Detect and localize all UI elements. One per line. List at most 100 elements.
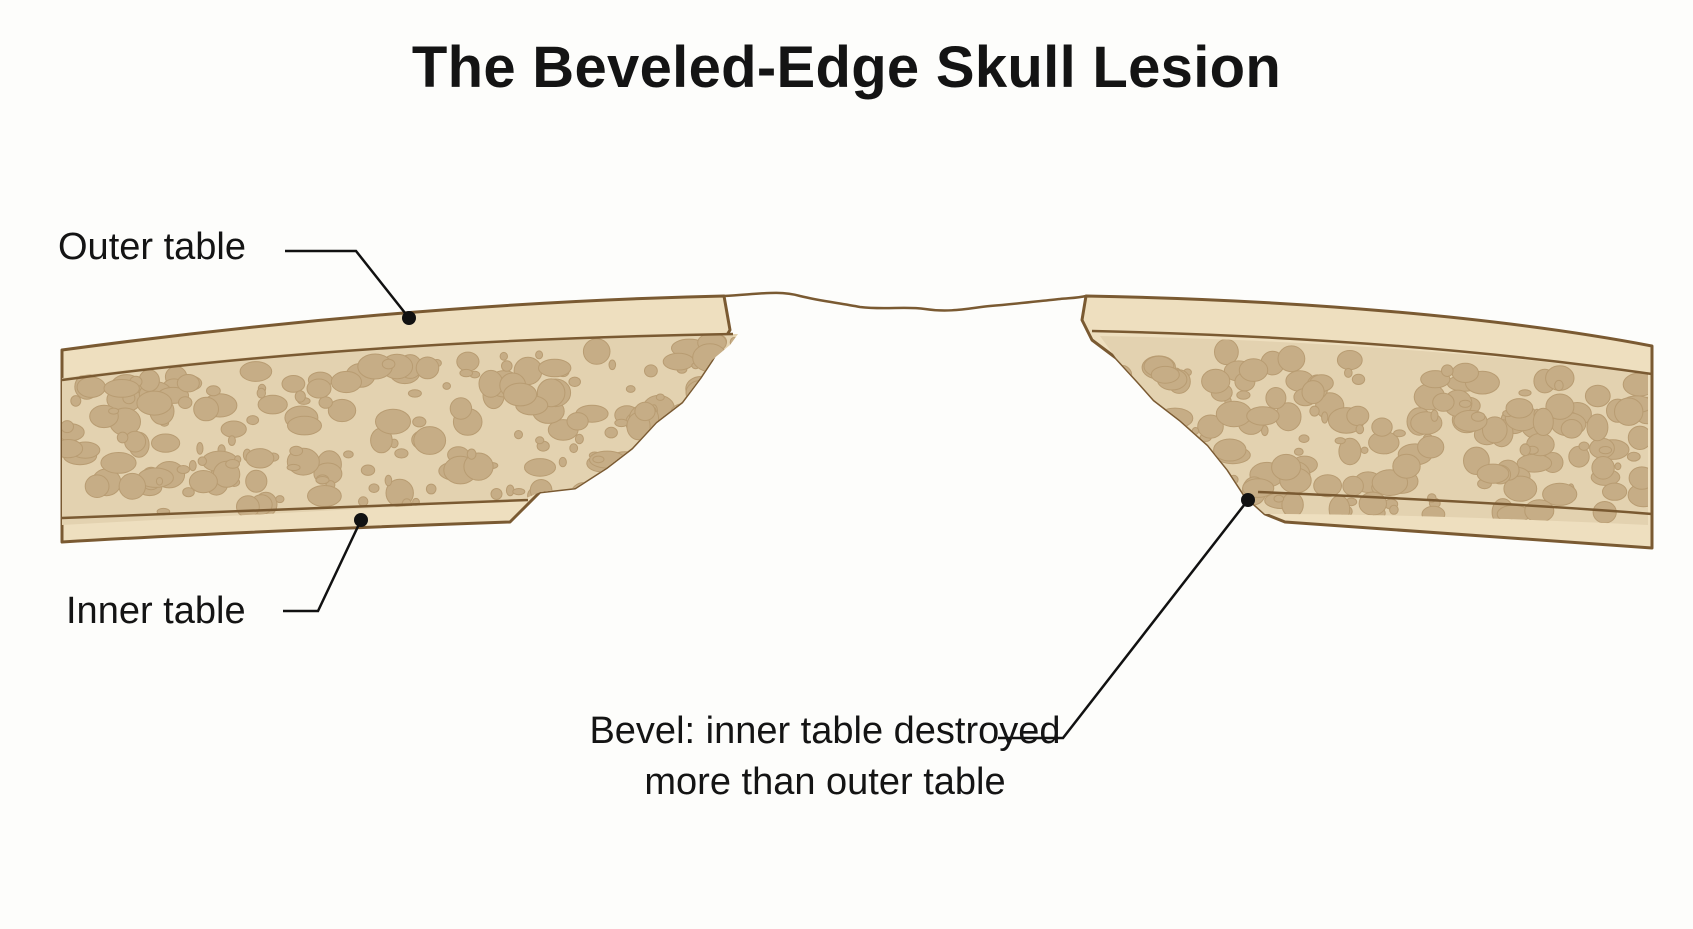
diploe-cell <box>70 395 82 407</box>
diploe-cell <box>155 477 164 486</box>
diploe-cell <box>614 418 629 428</box>
bevel-marker <box>1241 493 1255 507</box>
diploe-cell <box>1592 501 1617 524</box>
diploe-cell <box>662 413 694 441</box>
diploe-cell <box>1336 350 1363 371</box>
diploe-cell <box>294 390 306 403</box>
diploe-cell <box>1420 370 1451 389</box>
diploe-cell <box>1586 413 1609 442</box>
diploe-cell <box>413 426 447 455</box>
diploe-cell <box>722 437 735 446</box>
diploe-cell <box>289 445 304 457</box>
diploe-cell <box>1298 434 1310 444</box>
diploe-cell <box>281 375 306 393</box>
diploe-cell <box>592 455 605 464</box>
left-outer-table-line <box>61 332 734 382</box>
diploe-cell <box>568 376 582 387</box>
diploe-cell <box>1338 437 1362 466</box>
diploe-cell <box>662 352 695 371</box>
diploe-cell <box>463 452 494 481</box>
diploe-cell <box>116 431 129 444</box>
diploe-cell <box>407 389 422 398</box>
diploe-cell <box>1545 393 1575 420</box>
diploe-cell <box>1246 406 1280 426</box>
diploe-cell <box>1103 502 1118 513</box>
diploe-cell <box>1271 453 1302 481</box>
diploe-cell <box>1503 475 1538 502</box>
bevel-label: Bevel: inner table destroyed more than o… <box>589 710 1061 804</box>
diploe-cell <box>1626 451 1641 462</box>
diploe-cell <box>381 358 396 370</box>
diploe-cell <box>1627 425 1648 450</box>
diploe-cell <box>103 379 140 398</box>
diploe-cell <box>1614 462 1622 471</box>
diploe-cell <box>246 415 260 426</box>
diploe-cell <box>1351 373 1366 385</box>
diploe-cell <box>1441 364 1454 378</box>
diploe-cell <box>634 401 656 422</box>
diploe-cell <box>176 374 200 393</box>
diploe-cell <box>1175 483 1188 497</box>
diploe-cell <box>1201 368 1231 394</box>
diploe-cell <box>196 442 204 455</box>
diploe-cell <box>661 413 687 438</box>
diploe-cell <box>644 364 658 378</box>
diagram-title: The Beveled-Edge Skull Lesion <box>411 35 1282 100</box>
diploe-cell <box>1451 362 1480 383</box>
diploe-cell <box>442 382 452 390</box>
diploe-cell <box>1482 416 1508 444</box>
diploe-cell <box>1154 432 1183 456</box>
diploe-cell <box>632 459 667 482</box>
diploe-cell <box>100 452 137 474</box>
diploe-cell <box>582 338 611 365</box>
diploe-cell <box>503 382 538 407</box>
diploe-cell <box>1542 482 1578 506</box>
diploe-cell <box>729 337 738 348</box>
diploe-cell <box>1614 397 1644 426</box>
diploe-cell <box>1417 435 1445 459</box>
diploe-cell <box>1371 417 1393 437</box>
diploe-cell <box>1148 453 1184 477</box>
diploe-cell <box>655 393 665 401</box>
diploe-cell <box>1215 400 1253 428</box>
diploe-cell <box>456 351 480 372</box>
diploe-cell <box>1505 398 1534 419</box>
diploe-cell <box>1355 424 1365 435</box>
right-outer-table-line <box>1091 329 1653 376</box>
diploe-cell <box>1560 419 1583 439</box>
diploe-cell <box>1128 443 1155 467</box>
diploe-cell <box>1146 495 1171 513</box>
diploe-cell <box>1131 501 1141 513</box>
diploe-cell <box>524 458 556 477</box>
diploe-cell <box>1124 448 1138 459</box>
diploe-cell <box>1392 453 1421 479</box>
inner-table-label: Inner table <box>66 590 246 632</box>
diploe-cell <box>343 450 354 459</box>
diploe-cell <box>327 398 357 423</box>
diploe-cell <box>1261 425 1269 437</box>
diploe-cell <box>1100 373 1133 403</box>
diploe-cell <box>1458 399 1472 408</box>
diploe-cell <box>466 448 477 460</box>
diploe-cell <box>1236 390 1251 400</box>
diploe-cell <box>676 448 706 471</box>
diploe-cell <box>1107 420 1130 444</box>
diploe-cell <box>188 470 218 494</box>
diploe-cell <box>84 474 110 499</box>
diploe-cell <box>225 459 241 469</box>
diploe-cell <box>220 420 247 438</box>
diploe-cell <box>375 408 411 435</box>
diploe-cell <box>124 430 147 453</box>
diploe-cell <box>1578 441 1590 451</box>
diploe-cell <box>639 437 676 459</box>
diploe-cell <box>1554 379 1564 392</box>
diploe-cell <box>206 385 221 397</box>
diploe-cell <box>570 482 599 508</box>
diploe-cell <box>1102 395 1126 424</box>
diploe-cell <box>1180 475 1212 503</box>
diploe-cell <box>710 446 738 464</box>
diploe-cell <box>714 392 738 420</box>
diploe-cell <box>1106 368 1128 393</box>
diploe-cell <box>178 396 193 410</box>
diploe-cell <box>716 430 726 443</box>
